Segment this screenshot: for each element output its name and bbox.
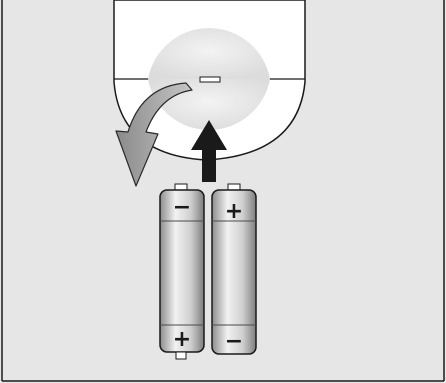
battery-left-bottom-sign: +	[173, 327, 191, 352]
battery-right-top-sign: +	[225, 199, 243, 224]
battery-left-top-sign: −	[173, 195, 191, 220]
battery-cover-circle-top	[148, 28, 270, 79]
open-cover-arrow-icon	[115, 82, 193, 187]
battery-right-body	[211, 189, 257, 355]
cover-latch	[199, 76, 221, 83]
battery-left-bottom-nub	[175, 351, 187, 360]
battery-right: + −	[211, 183, 257, 355]
battery-left: − +	[159, 183, 205, 360]
battery-right-bottom-sign: −	[225, 329, 243, 354]
insert-arrow-icon	[191, 120, 227, 182]
